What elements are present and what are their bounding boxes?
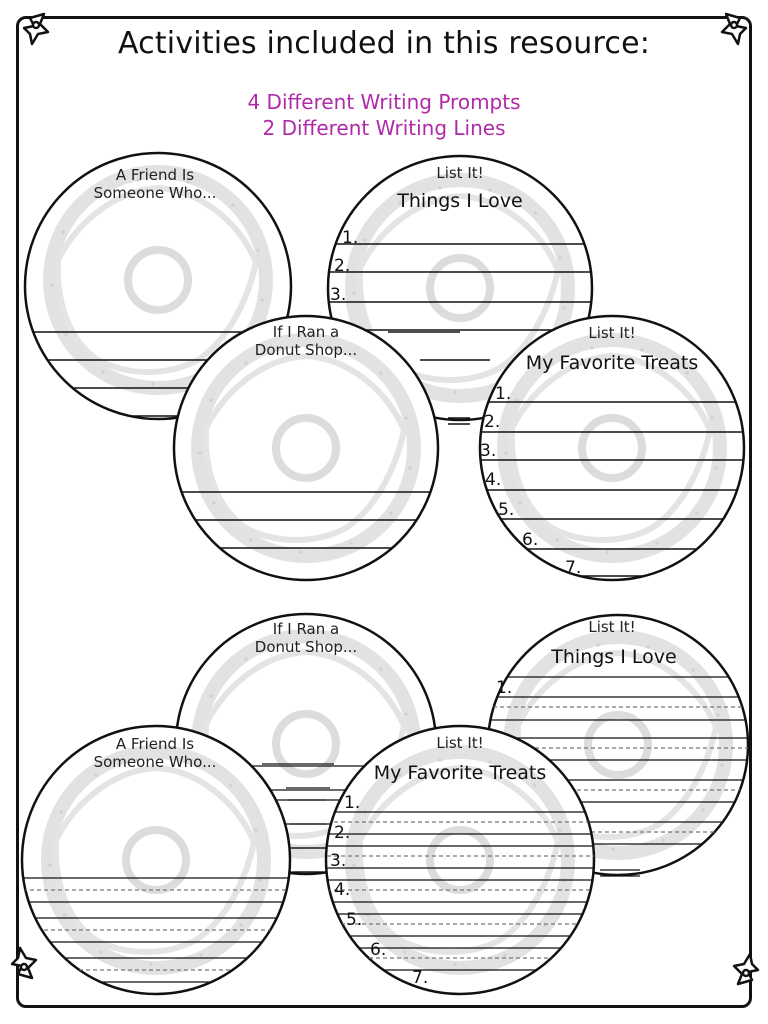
things-love-tag-top: List It! bbox=[436, 164, 484, 182]
pushpin-icon bbox=[720, 948, 760, 988]
list-number: 3. bbox=[480, 441, 497, 461]
background-lines-bottom bbox=[262, 763, 640, 877]
card-friend-bottom bbox=[20, 724, 292, 996]
list-number: 4. bbox=[485, 470, 502, 490]
friend-prompt-line1: A Friend Is bbox=[115, 735, 195, 753]
friend-prompt-line2: Someone Who... bbox=[93, 184, 217, 202]
list-number: 5. bbox=[498, 500, 515, 520]
pushpin-icon bbox=[708, 10, 748, 50]
list-number: 1. bbox=[496, 678, 513, 698]
list-number: 1. bbox=[342, 228, 359, 248]
pushpin-icon bbox=[10, 942, 50, 982]
subtitle-prompts: 4 Different Writing Prompts bbox=[247, 90, 521, 114]
list-number: 6. bbox=[370, 940, 387, 960]
card-treats-top bbox=[478, 314, 746, 582]
pushpin-icon bbox=[22, 10, 62, 50]
list-number: 2. bbox=[334, 256, 351, 276]
list-number: 5. bbox=[346, 910, 363, 930]
friend-prompt-line2: Someone Who... bbox=[93, 753, 217, 771]
list-number: 3. bbox=[330, 851, 347, 871]
background-lines-top bbox=[388, 331, 490, 425]
list-number: 1. bbox=[495, 384, 512, 404]
things-love-heading-top: Things I Love bbox=[397, 190, 523, 212]
list-number: 4. bbox=[334, 880, 351, 900]
things-love-heading-bottom: Things I Love bbox=[551, 646, 677, 668]
donut-shop-line1: If I Ran a bbox=[272, 620, 340, 638]
list-number: 7. bbox=[565, 558, 582, 578]
page-title: Activities included in this resource: bbox=[117, 26, 651, 61]
treats-tag-bottom: List It! bbox=[436, 734, 484, 752]
list-number: 7. bbox=[412, 968, 429, 988]
list-number: 2. bbox=[334, 823, 351, 843]
treats-heading-top: My Favorite Treats bbox=[525, 352, 699, 374]
treats-tag-top: List It! bbox=[588, 324, 636, 342]
things-love-tag-bottom: List It! bbox=[588, 618, 636, 636]
donut-shop-line2: Donut Shop... bbox=[254, 341, 358, 359]
donut-shop-line2: Donut Shop... bbox=[254, 638, 358, 656]
donut-shop-line1: If I Ran a bbox=[272, 323, 340, 341]
friend-prompt-line1: A Friend Is bbox=[115, 166, 195, 184]
list-number: 1. bbox=[344, 793, 361, 813]
treats-heading-bottom: My Favorite Treats bbox=[373, 762, 547, 784]
donut-shop-prompt-top: If I Ran a Donut Shop... bbox=[218, 323, 394, 359]
subtitle-lines: 2 Different Writing Lines bbox=[262, 116, 506, 140]
page-border bbox=[16, 16, 752, 1008]
friend-prompt-top: A Friend Is Someone Who... bbox=[60, 166, 250, 202]
friend-prompt-bottom: A Friend Is Someone Who... bbox=[60, 735, 250, 771]
list-number: 2. bbox=[484, 412, 501, 432]
donut-shop-prompt-bottom: If I Ran a Donut Shop... bbox=[218, 620, 394, 656]
list-number: 6. bbox=[522, 530, 539, 550]
list-number: 3. bbox=[330, 285, 347, 305]
card-treats-bottom bbox=[324, 724, 596, 996]
